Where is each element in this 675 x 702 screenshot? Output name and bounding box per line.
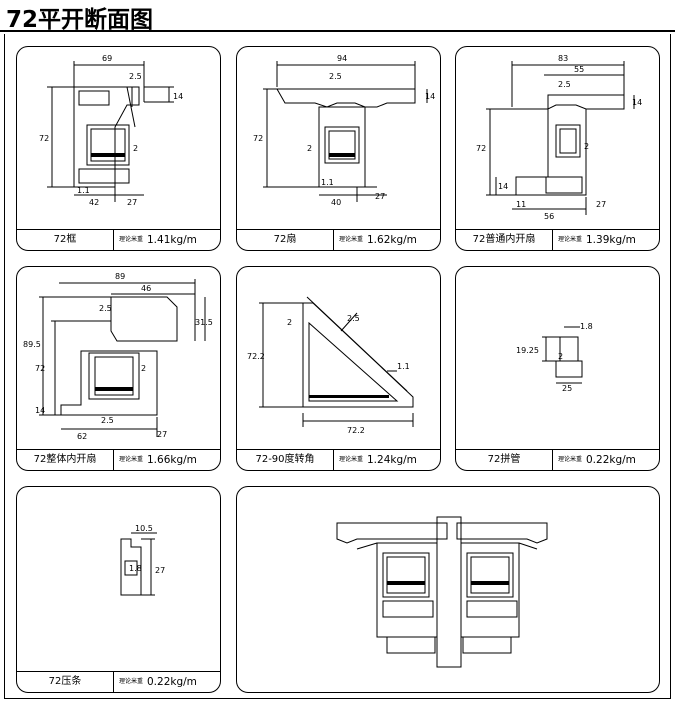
profile-card-glazing-bead: 10.5 1.8 27 72压条 理论米重 0.22kg/m [16, 486, 221, 693]
weight-value: 1.41kg/m [147, 234, 197, 246]
weight-value: 1.39kg/m [586, 234, 636, 246]
weight-label: 理论米重 [558, 236, 583, 243]
dim-label: 2.5 [558, 80, 571, 89]
profile-caption: 72普通内开扇 理论米重 1.39kg/m [456, 229, 659, 250]
dim-label: 14 [173, 92, 183, 101]
dim-label: 72.2 [247, 352, 265, 361]
dim-label: 72 [35, 364, 45, 373]
dim-label: 1.1 [77, 186, 90, 195]
profile-caption: 72-90度转角 理论米重 1.24kg/m [237, 449, 440, 470]
dim-label: 10.5 [135, 524, 153, 533]
dim-label: 14 [498, 182, 508, 191]
dim-label: 89.5 [23, 340, 41, 349]
weight-value: 0.22kg/m [147, 676, 197, 688]
weight-label: 理论米重 [119, 456, 144, 463]
weight-label: 理论米重 [339, 456, 364, 463]
dim-label: 11 [516, 200, 526, 209]
dim-label: 2 [307, 144, 312, 153]
dim-label: 2 [133, 144, 138, 153]
joint-tube-profile-drawing: 1.8 19.25 2 25 [516, 322, 593, 393]
dim-label: 31.5 [195, 318, 213, 327]
profile-caption: 72拼管 理论米重 0.22kg/m [456, 449, 659, 470]
dim-label: 1.1 [397, 362, 410, 371]
dim-label: 55 [574, 65, 584, 74]
dim-label: 72 [39, 134, 49, 143]
inward-sash-profile-drawing: 83 55 2.5 14 72 2 14 11 56 27 [476, 54, 642, 221]
dim-label: 94 [337, 54, 347, 63]
weight-value: 1.66kg/m [147, 454, 197, 466]
dim-label: 2 [287, 318, 292, 327]
assembly-drawing [336, 516, 548, 668]
profile-caption: 72扇 理论米重 1.62kg/m [237, 229, 440, 250]
dim-label: 14 [425, 92, 435, 101]
dim-label: 46 [141, 284, 151, 293]
dim-label: 1.1 [321, 178, 334, 187]
dim-label: 56 [544, 212, 554, 221]
profile-card-frame: 69 2.5 14 72 2 1.1 42 27 72框 理论米重 1.41kg… [16, 46, 221, 251]
dim-label: 1.8 [580, 322, 593, 331]
dim-label: 27 [596, 200, 606, 209]
weight-value: 1.62kg/m [367, 234, 417, 246]
profile-caption: 72压条 理论米重 0.22kg/m [17, 671, 220, 692]
dim-label: 14 [632, 98, 642, 107]
dim-label: 72 [253, 134, 263, 143]
assembly-card [236, 486, 660, 693]
integral-sash-profile-drawing: 89 46 2.5 31.5 89.5 72 2 14 62 2.5 27 [23, 272, 213, 441]
weight-value: 0.22kg/m [586, 454, 636, 466]
dim-label: 89 [115, 272, 125, 281]
profile-caption: 72框 理论米重 1.41kg/m [17, 229, 220, 250]
weight-label: 理论米重 [558, 456, 583, 463]
weight-label: 理论米重 [339, 236, 364, 243]
profile-name: 72拼管 [456, 450, 553, 470]
profile-card-corner: 2 2.5 72.2 1.1 72.2 72-90度转角 理论米重 1.24kg… [236, 266, 441, 471]
profile-caption: 72整体内开扇 理论米重 1.66kg/m [17, 449, 220, 470]
dim-label: 2 [558, 352, 563, 361]
profile-name: 72压条 [17, 672, 114, 692]
corner-profile-drawing: 2 2.5 72.2 1.1 72.2 [247, 296, 414, 435]
dim-label: 2.5 [101, 416, 114, 425]
glazing-bead-profile-drawing: 10.5 1.8 27 [120, 524, 165, 596]
dim-label: 27 [127, 198, 137, 207]
dim-label: 72.2 [347, 426, 365, 435]
profile-card-integral-sash: 89 46 2.5 31.5 89.5 72 2 14 62 2.5 27 72… [16, 266, 221, 471]
dim-label: 25 [562, 384, 572, 393]
dim-label: 14 [35, 406, 45, 415]
page-title: 72平开断面图 [6, 7, 154, 33]
profile-card-sash: 94 2.5 14 72 2 1.1 40 27 72扇 理论米重 1.62kg… [236, 46, 441, 251]
weight-label: 理论米重 [119, 678, 144, 685]
dim-label: 2.5 [347, 314, 360, 323]
dim-label: 27 [375, 192, 385, 201]
sash-profile-drawing: 94 2.5 14 72 2 1.1 40 27 [253, 54, 435, 207]
dim-label: 2.5 [129, 72, 142, 81]
frame-profile-drawing: 69 2.5 14 72 2 1.1 42 27 [39, 54, 183, 207]
dim-label: 83 [558, 54, 568, 63]
dim-label: 42 [89, 198, 99, 207]
profile-card-inward-sash: 83 55 2.5 14 72 2 14 11 56 27 72普通内开扇 理论… [455, 46, 660, 251]
drawing-frame [4, 34, 671, 699]
dim-label: 2 [584, 142, 589, 151]
dim-label: 27 [155, 566, 165, 575]
weight-label: 理论米重 [119, 236, 144, 243]
dim-label: 62 [77, 432, 87, 441]
dim-label: 40 [331, 198, 341, 207]
profile-name: 72扇 [237, 230, 334, 250]
dim-label: 27 [157, 430, 167, 439]
dim-label: 19.25 [516, 346, 539, 355]
profile-card-joint-tube: 1.8 19.25 2 25 72拼管 理论米重 0.22kg/m [455, 266, 660, 471]
title-rule [0, 30, 675, 32]
dim-label: 2 [141, 364, 146, 373]
profile-name: 72框 [17, 230, 114, 250]
profile-name: 72整体内开扇 [17, 450, 114, 470]
dim-label: 1.8 [129, 564, 142, 573]
dim-label: 2.5 [329, 72, 342, 81]
weight-value: 1.24kg/m [367, 454, 417, 466]
dim-label: 69 [102, 54, 112, 63]
profile-name: 72普通内开扇 [456, 230, 553, 250]
profile-name: 72-90度转角 [237, 450, 334, 470]
dim-label: 72 [476, 144, 486, 153]
dim-label: 2.5 [99, 304, 112, 313]
